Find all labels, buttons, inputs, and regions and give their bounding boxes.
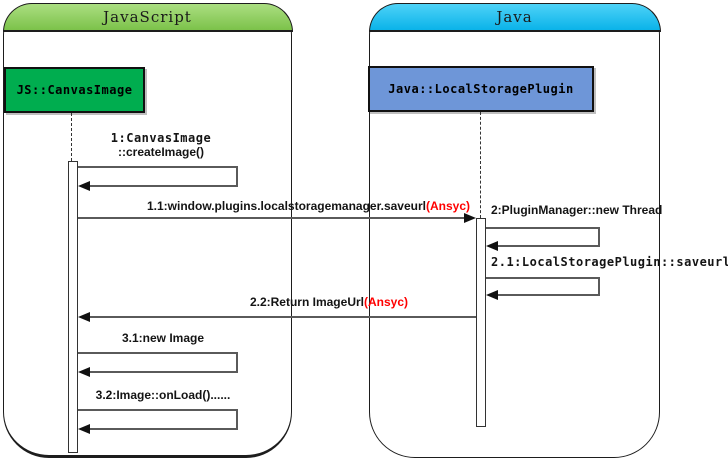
message-label-3-2: 3.2:Image::onLoad()...... — [95, 388, 231, 402]
message-label-1: 1:CanvasImage ::createImage() — [78, 131, 244, 159]
message-3-2-loop-bottom-line — [90, 428, 238, 430]
message-label-1-1: 1.1:window.plugins.localstoragemanager.s… — [80, 199, 470, 213]
message-3-2-loop-right-line — [236, 409, 238, 430]
message-label-2-2-async: (Ansyc) — [363, 295, 408, 309]
message-1-1-line — [78, 217, 466, 219]
message-1-1-arrowhead-icon — [464, 213, 476, 223]
message-2-1-arrowhead-icon — [486, 290, 498, 300]
lifeline-java — [480, 112, 481, 218]
object-box-js-canvasimage: JS::CanvasImage — [4, 67, 145, 113]
message-3-1-arrowhead-icon — [78, 367, 90, 377]
lane-javascript-header: JavaScript — [2, 2, 293, 32]
message-1-loop-top-line — [78, 166, 238, 168]
message-2-2-line — [90, 316, 476, 318]
message-1-arrowhead-icon — [78, 181, 90, 191]
message-label-1-1-async: (Ansyc) — [425, 199, 470, 213]
lane-javascript-title: JavaScript — [103, 7, 192, 26]
message-2-arrowhead-icon — [486, 241, 498, 251]
message-label-3-1: 3.1:new Image — [121, 331, 205, 345]
message-label-2-2: 2.2:Return ImageUrl(Ansyc) — [78, 295, 408, 309]
message-3-2-loop-top-line — [78, 409, 238, 411]
lane-java-title: Java — [496, 7, 533, 26]
message-3-2-arrowhead-icon — [78, 424, 90, 434]
message-3-1-loop-right-line — [236, 352, 238, 373]
message-2-2-arrowhead-icon — [78, 312, 90, 322]
message-label-1-line2: ::createImage() — [117, 145, 205, 159]
message-label-2: 2:PluginManager::new Thread — [491, 203, 663, 217]
message-label-1-line1: 1:CanvasImage — [110, 131, 212, 145]
message-2-loop-right-line — [598, 227, 600, 247]
message-2-loop-bottom-line — [498, 245, 600, 247]
lane-java-header: Java — [368, 2, 661, 32]
message-2-1-loop-top-line — [486, 277, 600, 279]
lifeline-javascript — [71, 113, 72, 161]
message-1-loop-bottom-line — [90, 185, 238, 187]
message-3-1-loop-top-line — [78, 352, 238, 354]
message-2-1-loop-bottom-line — [498, 294, 600, 296]
activation-bar-java — [476, 218, 486, 427]
message-1-loop-right-line — [236, 166, 238, 187]
message-3-1-loop-bottom-line — [90, 371, 238, 373]
message-label-1-1-text: 1.1:window.plugins.localstoragemanager.s… — [147, 199, 426, 213]
activation-bar-javascript — [68, 161, 78, 453]
message-label-2-2-text: 2.2:Return ImageUrl — [249, 295, 364, 309]
object-box-java-localstorageplugin: Java::LocalStoragePlugin — [368, 66, 594, 112]
message-label-2-1: 2.1:LocalStoragePlugin::saveurl — [491, 255, 728, 269]
message-2-loop-top-line — [486, 227, 600, 229]
message-2-1-loop-right-line — [598, 277, 600, 296]
